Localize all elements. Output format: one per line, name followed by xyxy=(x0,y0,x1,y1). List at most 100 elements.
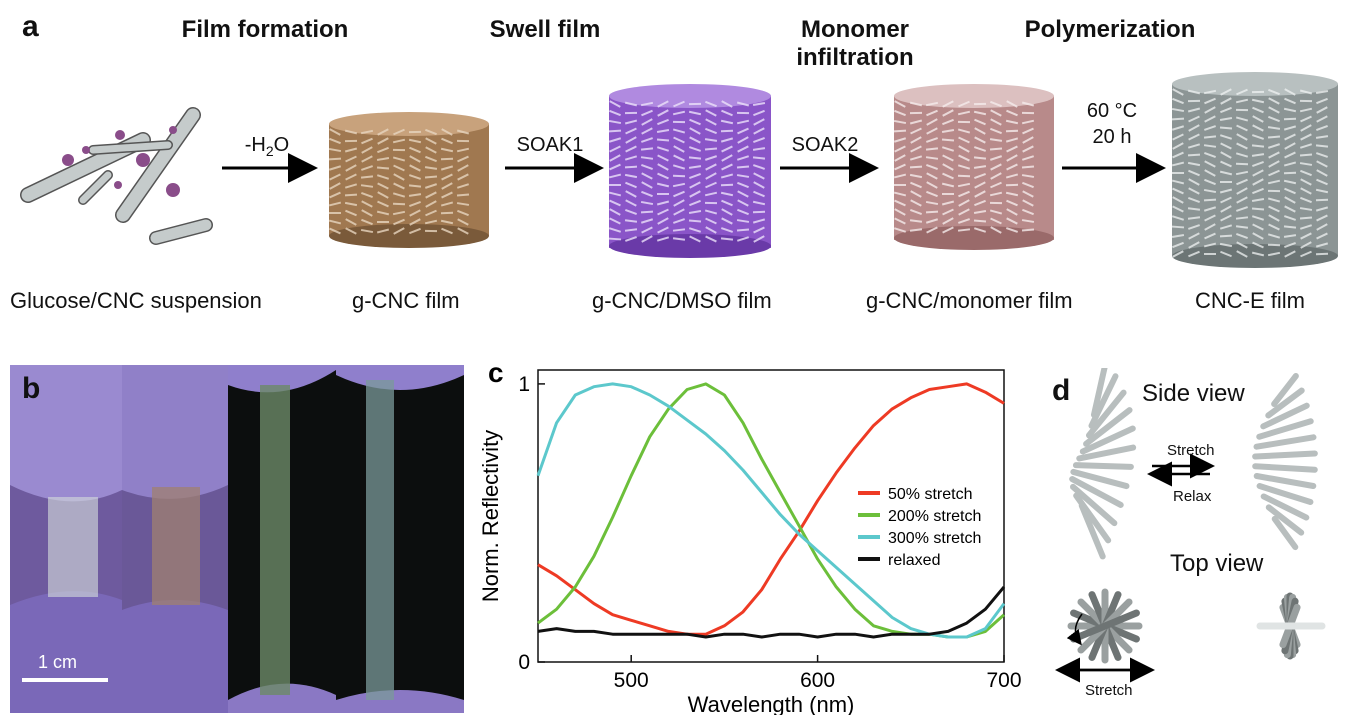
rod-stripe xyxy=(1300,187,1312,195)
rod-stripe xyxy=(909,219,923,223)
rod-stripe xyxy=(409,164,421,172)
rod-stripe xyxy=(657,100,669,108)
rod-stripe xyxy=(1316,97,1328,105)
rod-stripe xyxy=(942,118,954,126)
step-title-swell-film: Swell film xyxy=(489,16,601,43)
rod xyxy=(1252,450,1318,460)
rod-stripe xyxy=(1268,160,1280,168)
rod-stripe xyxy=(440,165,454,171)
rod-stripe xyxy=(1203,188,1217,194)
rod-stripe xyxy=(737,199,749,207)
rod xyxy=(1260,402,1310,430)
rod-stripe xyxy=(345,155,357,163)
rod-stripe xyxy=(625,127,637,135)
rod-stripe xyxy=(361,165,373,171)
rod-stripe xyxy=(909,155,923,161)
rod-stripe xyxy=(1267,251,1281,257)
rod xyxy=(1070,468,1130,490)
rod-stripe xyxy=(1187,216,1201,220)
rod xyxy=(1088,373,1119,429)
rod-stripe xyxy=(1283,225,1297,229)
rod-stripe xyxy=(441,128,453,136)
rod-stripe xyxy=(1220,250,1232,258)
rod-stripe xyxy=(392,202,406,206)
rod-stripe xyxy=(1267,243,1281,247)
rod-stripe xyxy=(704,138,718,142)
rod-stripe xyxy=(737,208,749,216)
rod-stripe xyxy=(1252,232,1264,240)
rod-stripe xyxy=(1219,234,1233,238)
rotation-arrow xyxy=(1066,613,1083,646)
rod-stripe xyxy=(909,228,923,232)
rod-stripe xyxy=(1005,173,1019,179)
rod-stripe xyxy=(1268,106,1280,114)
rod-stripe xyxy=(608,191,622,197)
rod-stripe xyxy=(910,209,922,215)
rod-stripe xyxy=(1171,107,1185,113)
rod-stripe xyxy=(609,100,621,108)
rod-stripe xyxy=(1203,242,1217,248)
rod-stripe xyxy=(640,147,654,151)
rod-stripe xyxy=(360,129,374,135)
rod-stripe xyxy=(1188,133,1200,141)
rod-stripe xyxy=(704,147,718,151)
rod-stripe xyxy=(457,209,469,217)
rod-stripe xyxy=(1171,179,1185,185)
rod-stripe xyxy=(1188,197,1200,203)
rod-stripe xyxy=(957,228,971,232)
rod-stripe xyxy=(737,145,749,153)
rod xyxy=(1070,609,1140,643)
rod-stripe xyxy=(361,146,373,154)
x-tick-label: 600 xyxy=(800,669,835,692)
rod-stripe xyxy=(609,163,621,171)
x-tick-label: 700 xyxy=(986,669,1021,692)
rod-stripe xyxy=(958,154,970,162)
rod-stripe xyxy=(393,182,405,190)
rod-stripe xyxy=(1188,232,1200,240)
label-gcnc-film: g-CNC film xyxy=(352,288,460,313)
rod-stripe xyxy=(329,137,341,145)
rod-stripe xyxy=(1236,233,1248,239)
panel-d-letter: d xyxy=(1052,374,1071,407)
rod-stripe xyxy=(925,200,939,206)
rod-stripe xyxy=(941,200,955,206)
rod-stripe xyxy=(672,182,686,188)
rod-stripe xyxy=(1316,106,1328,114)
rod-stripe xyxy=(1300,232,1312,240)
rod-stripe xyxy=(1005,137,1019,143)
rod-stripe xyxy=(673,145,685,153)
side-view-relaxed xyxy=(1069,368,1137,560)
rod-stripe xyxy=(376,157,390,161)
rod xyxy=(1265,387,1305,419)
label-cnce-film: CNC-E film xyxy=(1195,288,1305,313)
rod-stripe xyxy=(957,164,971,170)
rod-stripe xyxy=(704,209,718,215)
rod-stripe xyxy=(1300,124,1312,132)
rod-stripe xyxy=(624,119,638,125)
rod-stripe xyxy=(361,192,373,198)
rod-stripe xyxy=(973,110,987,116)
side-view-stretched xyxy=(1252,373,1318,551)
rod-stripe xyxy=(1219,117,1233,121)
rod-stripe xyxy=(425,191,437,199)
panel-c-letter: c xyxy=(488,360,504,388)
rod-stripe xyxy=(1284,133,1296,141)
rod-stripe xyxy=(344,129,358,135)
rod-stripe xyxy=(1187,107,1201,113)
rod xyxy=(1256,483,1314,505)
rod-stripe xyxy=(640,210,654,214)
rod-stripe xyxy=(926,226,938,234)
rod-stripe xyxy=(456,183,470,189)
rod-stripe xyxy=(705,100,717,108)
rod-stripe xyxy=(1219,224,1233,230)
rod-stripe xyxy=(689,190,701,198)
rod xyxy=(1076,444,1137,462)
rod-stripe xyxy=(1315,242,1329,248)
process-arrows xyxy=(222,153,1166,183)
rod-orientation-diagram xyxy=(1055,368,1326,683)
rod-stripe xyxy=(737,127,749,135)
rod-stripe xyxy=(1268,205,1280,213)
rod-stripe xyxy=(1284,187,1296,195)
rod-stripe xyxy=(973,210,987,214)
rod-stripe xyxy=(688,219,702,223)
